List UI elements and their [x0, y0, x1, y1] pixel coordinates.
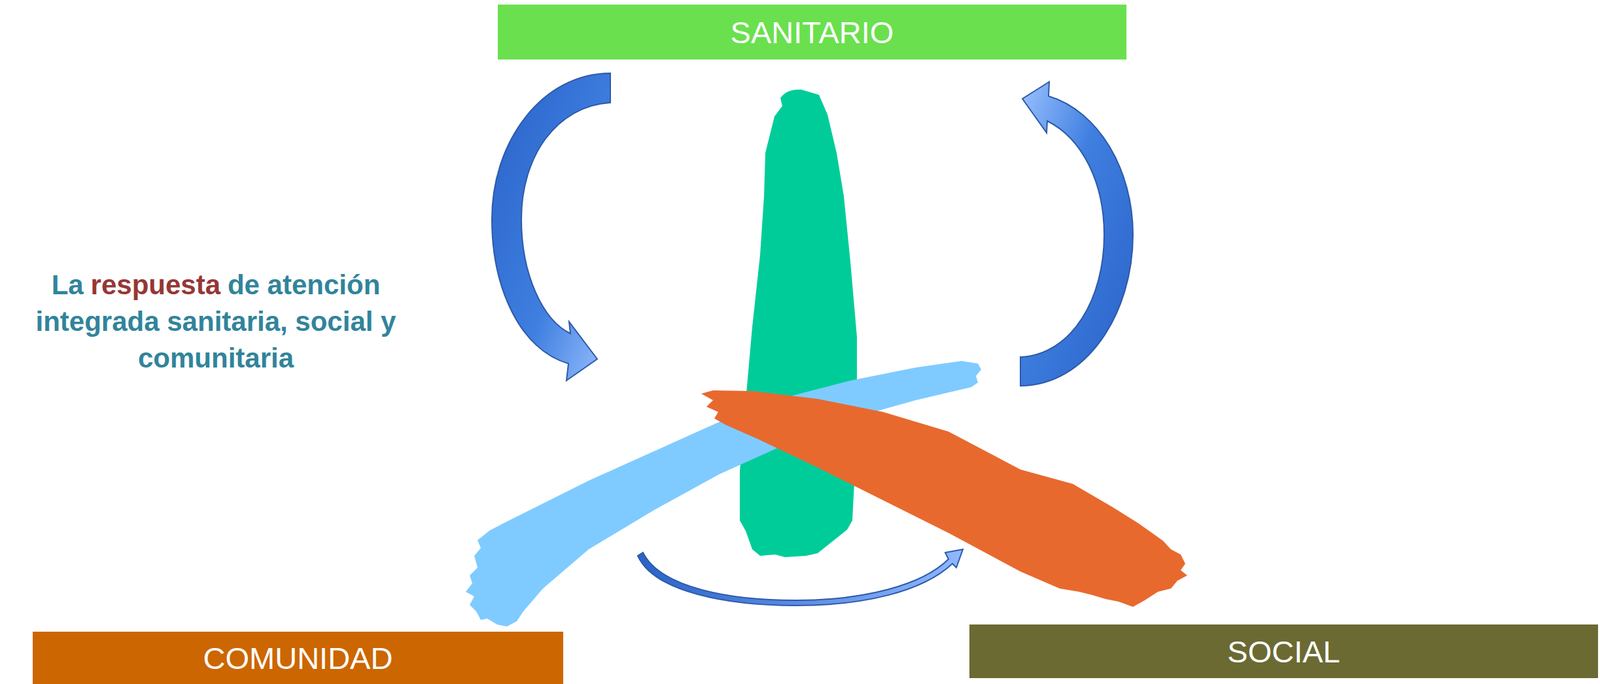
brush-stroke — [701, 390, 1188, 608]
category-band: SANITARIO — [497, 4, 1127, 60]
category-band: SOCIAL — [969, 624, 1599, 679]
brush-stroke — [739, 89, 857, 558]
band-label: SANITARIO — [730, 17, 895, 48]
heading-text: Larespuestade atención integrada sanitar… — [3, 266, 429, 377]
cycle-arrow — [1020, 81, 1133, 386]
category-band: COMUNIDAD — [32, 631, 564, 684]
heading-word: La — [51, 269, 84, 301]
band-label: COMUNIDAD — [203, 643, 394, 674]
band-label: SOCIAL — [1227, 636, 1340, 668]
cycle-arrow — [491, 73, 611, 381]
cycle-arrow — [637, 549, 963, 606]
heading-word: respuesta — [90, 269, 221, 301]
